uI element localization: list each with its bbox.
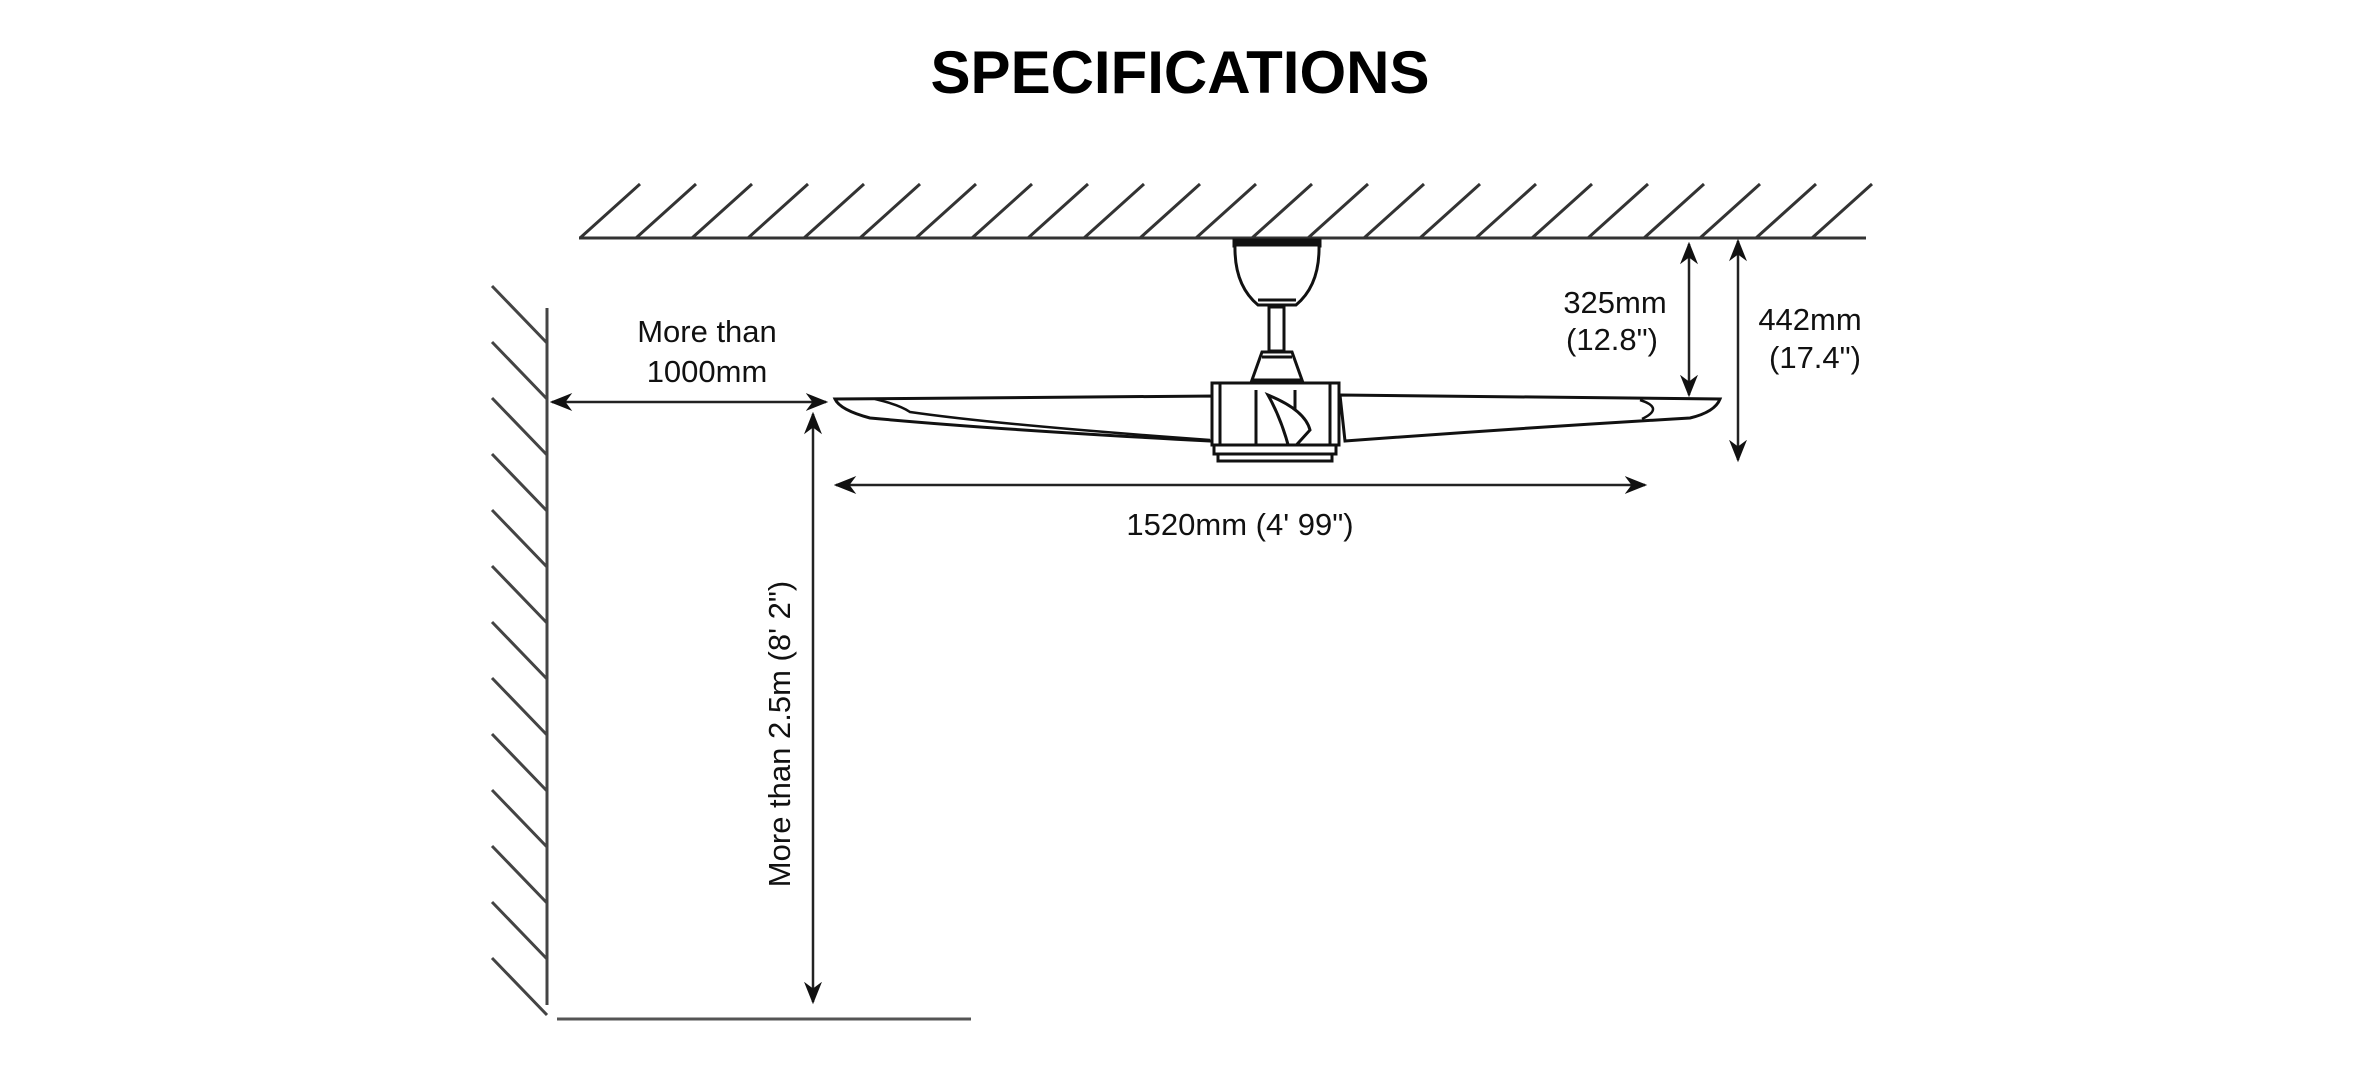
floor-clearance-label: More than 2.5m (8' 2") [762, 581, 797, 887]
hatch-line [1418, 182, 1482, 240]
hatch-line [490, 340, 549, 401]
total-height-label-1: 442mm [1758, 302, 1861, 337]
hatch-line [1362, 182, 1426, 240]
wall [490, 284, 549, 1017]
hatch-line [1474, 182, 1538, 240]
hatch-line [490, 676, 549, 737]
hatch-line [746, 182, 810, 240]
downrod-height-label-2: (12.8") [1566, 322, 1658, 357]
hatch-line [490, 900, 549, 961]
fan-coupler [1249, 350, 1305, 382]
ceiling-hatching [578, 182, 1874, 240]
total-height-label-2: (17.4") [1769, 340, 1861, 375]
ceiling-fan [832, 238, 1723, 463]
hatch-line [490, 956, 549, 1017]
hatch-line [490, 620, 549, 681]
hatch-line [690, 182, 754, 240]
hatch-line [1138, 182, 1202, 240]
fan-right-blade [1338, 393, 1723, 443]
hatch-line [1586, 182, 1650, 240]
hatch-line [490, 844, 549, 905]
hatch-line [1082, 182, 1146, 240]
hatch-line [490, 732, 549, 793]
hatch-line [1194, 182, 1258, 240]
hatch-line [490, 788, 549, 849]
wall-hatching [490, 284, 549, 1017]
downrod-height-label-1: 325mm [1563, 285, 1666, 320]
page-title: SPECIFICATIONS [930, 39, 1430, 106]
hatch-line [490, 284, 549, 345]
hatch-line [490, 508, 549, 569]
fan-canopy [1233, 243, 1321, 307]
fan-left-blade [832, 394, 1235, 443]
hatch-line [914, 182, 978, 240]
hatch-line [490, 452, 549, 513]
hatch-line [634, 182, 698, 240]
wall-clearance-label-1: More than [637, 314, 777, 349]
hatch-line [1026, 182, 1090, 240]
ceiling [578, 182, 1874, 240]
hatch-line [1306, 182, 1370, 240]
hatch-line [490, 396, 549, 457]
hatch-line [578, 182, 642, 240]
hatch-line [1642, 182, 1706, 240]
fan-motor-housing [1210, 381, 1341, 447]
hatch-line [1250, 182, 1314, 240]
fan-downrod [1267, 305, 1286, 353]
blade-span-label: 1520mm (4' 99") [1126, 507, 1353, 542]
hatch-line [802, 182, 866, 240]
wall-clearance-label-2: 1000mm [647, 354, 768, 389]
hatch-line [490, 564, 549, 625]
hatch-line [1698, 182, 1762, 240]
hatch-line [1530, 182, 1594, 240]
hatch-line [1754, 182, 1818, 240]
hatch-line [1810, 182, 1874, 240]
hatch-line [858, 182, 922, 240]
hatch-line [970, 182, 1034, 240]
